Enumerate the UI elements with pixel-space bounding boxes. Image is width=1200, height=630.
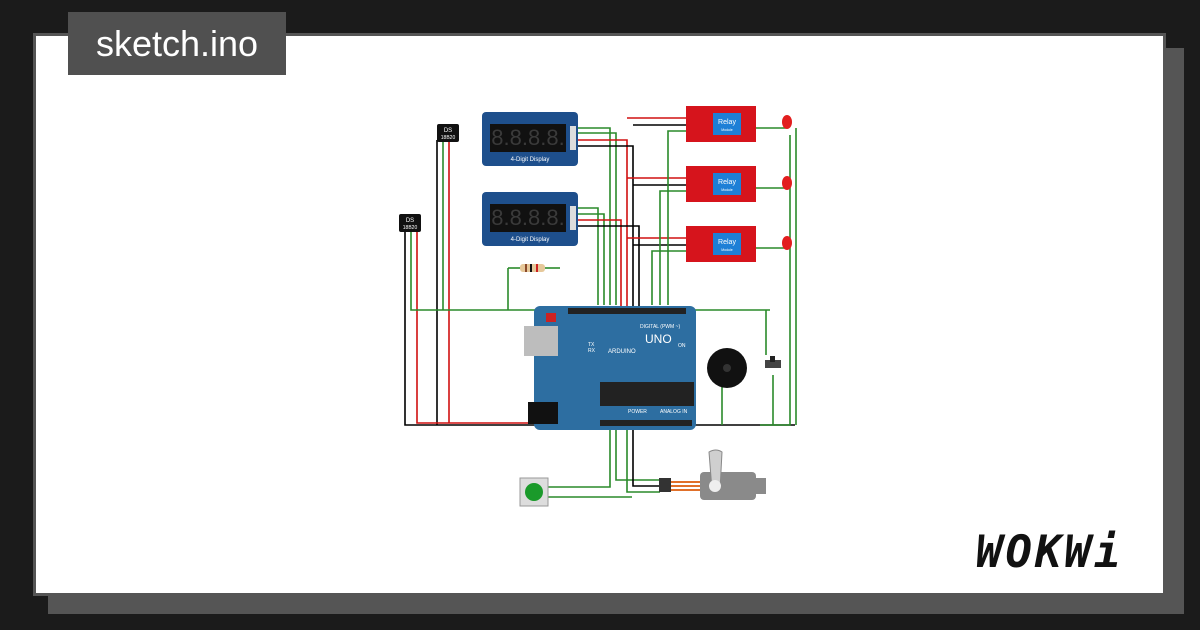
arduino-uno: DIGITAL (PWM ~) UNO ARDUINO ON TX RX POW… (524, 306, 696, 430)
svg-text:ANALOG IN: ANALOG IN (660, 409, 688, 415)
svg-text:DS: DS (444, 128, 452, 134)
wire-disp1-b (578, 132, 617, 305)
wire-power-1 (416, 232, 530, 424)
resistor (520, 264, 545, 272)
seven-segment-display-2: 8.8.8.8. 4-Digit Display (482, 192, 578, 246)
relay-module-1: Relay Module (686, 106, 756, 142)
slide-switch (765, 356, 781, 368)
svg-text:Module: Module (721, 128, 733, 132)
svg-text:UNO: UNO (645, 332, 672, 346)
temp-sensor-1: DS 18B20 (437, 124, 459, 142)
led-3 (782, 236, 792, 250)
svg-text:TX: TX (588, 342, 595, 348)
svg-text:4-Digit Display: 4-Digit Display (511, 157, 550, 163)
svg-text:RX: RX (588, 348, 596, 354)
svg-text:Module: Module (721, 248, 733, 252)
pushbutton (519, 477, 549, 507)
wire-disp1-a (578, 127, 611, 305)
relay-module-3: Relay Module (686, 226, 756, 262)
servo-motor (659, 449, 766, 500)
svg-text:DIGITAL (PWM ~): DIGITAL (PWM ~) (640, 324, 680, 330)
wire-relay-sig-2 (659, 190, 686, 305)
led-2 (782, 176, 792, 190)
svg-text:ARDUINO: ARDUINO (608, 349, 636, 355)
svg-text:Relay: Relay (718, 119, 736, 126)
svg-text:ON: ON (678, 343, 686, 349)
sketch-filename: sketch.ino (68, 12, 286, 75)
buzzer (707, 348, 747, 388)
wire-relay-sig-1 (667, 130, 686, 305)
relay-module-2: Relay Module (686, 166, 756, 202)
svg-text:POWER: POWER (628, 409, 647, 415)
wire-button-1 (548, 430, 611, 488)
svg-text:4-Digit Display: 4-Digit Display (511, 237, 550, 243)
svg-text:DS: DS (406, 218, 414, 224)
wire-servo-3 (626, 430, 660, 493)
svg-text:18B20: 18B20 (441, 135, 456, 141)
svg-text:Relay: Relay (718, 239, 736, 246)
wire-servo-1 (615, 430, 660, 481)
wire-servo-2 (632, 430, 660, 487)
svg-text:Module: Module (721, 188, 733, 192)
svg-text:8.8.8.8.: 8.8.8.8. (491, 205, 564, 230)
wire-led-bus (760, 135, 791, 426)
wire-relay-sig-3 (651, 250, 686, 305)
wire-disp2-a (578, 207, 599, 305)
wires (404, 117, 797, 498)
svg-text:Relay: Relay (718, 179, 736, 186)
led-1 (782, 115, 792, 129)
svg-text:18B20: 18B20 (403, 225, 418, 231)
seven-segment-display-1: 8.8.8.8. 4-Digit Display (482, 112, 578, 166)
temp-sensor-2: DS 18B20 (399, 214, 421, 232)
svg-text:8.8.8.8.: 8.8.8.8. (491, 125, 564, 150)
wokwi-logo: WOKWi (976, 527, 1124, 578)
wire-disp2-b (578, 213, 605, 305)
